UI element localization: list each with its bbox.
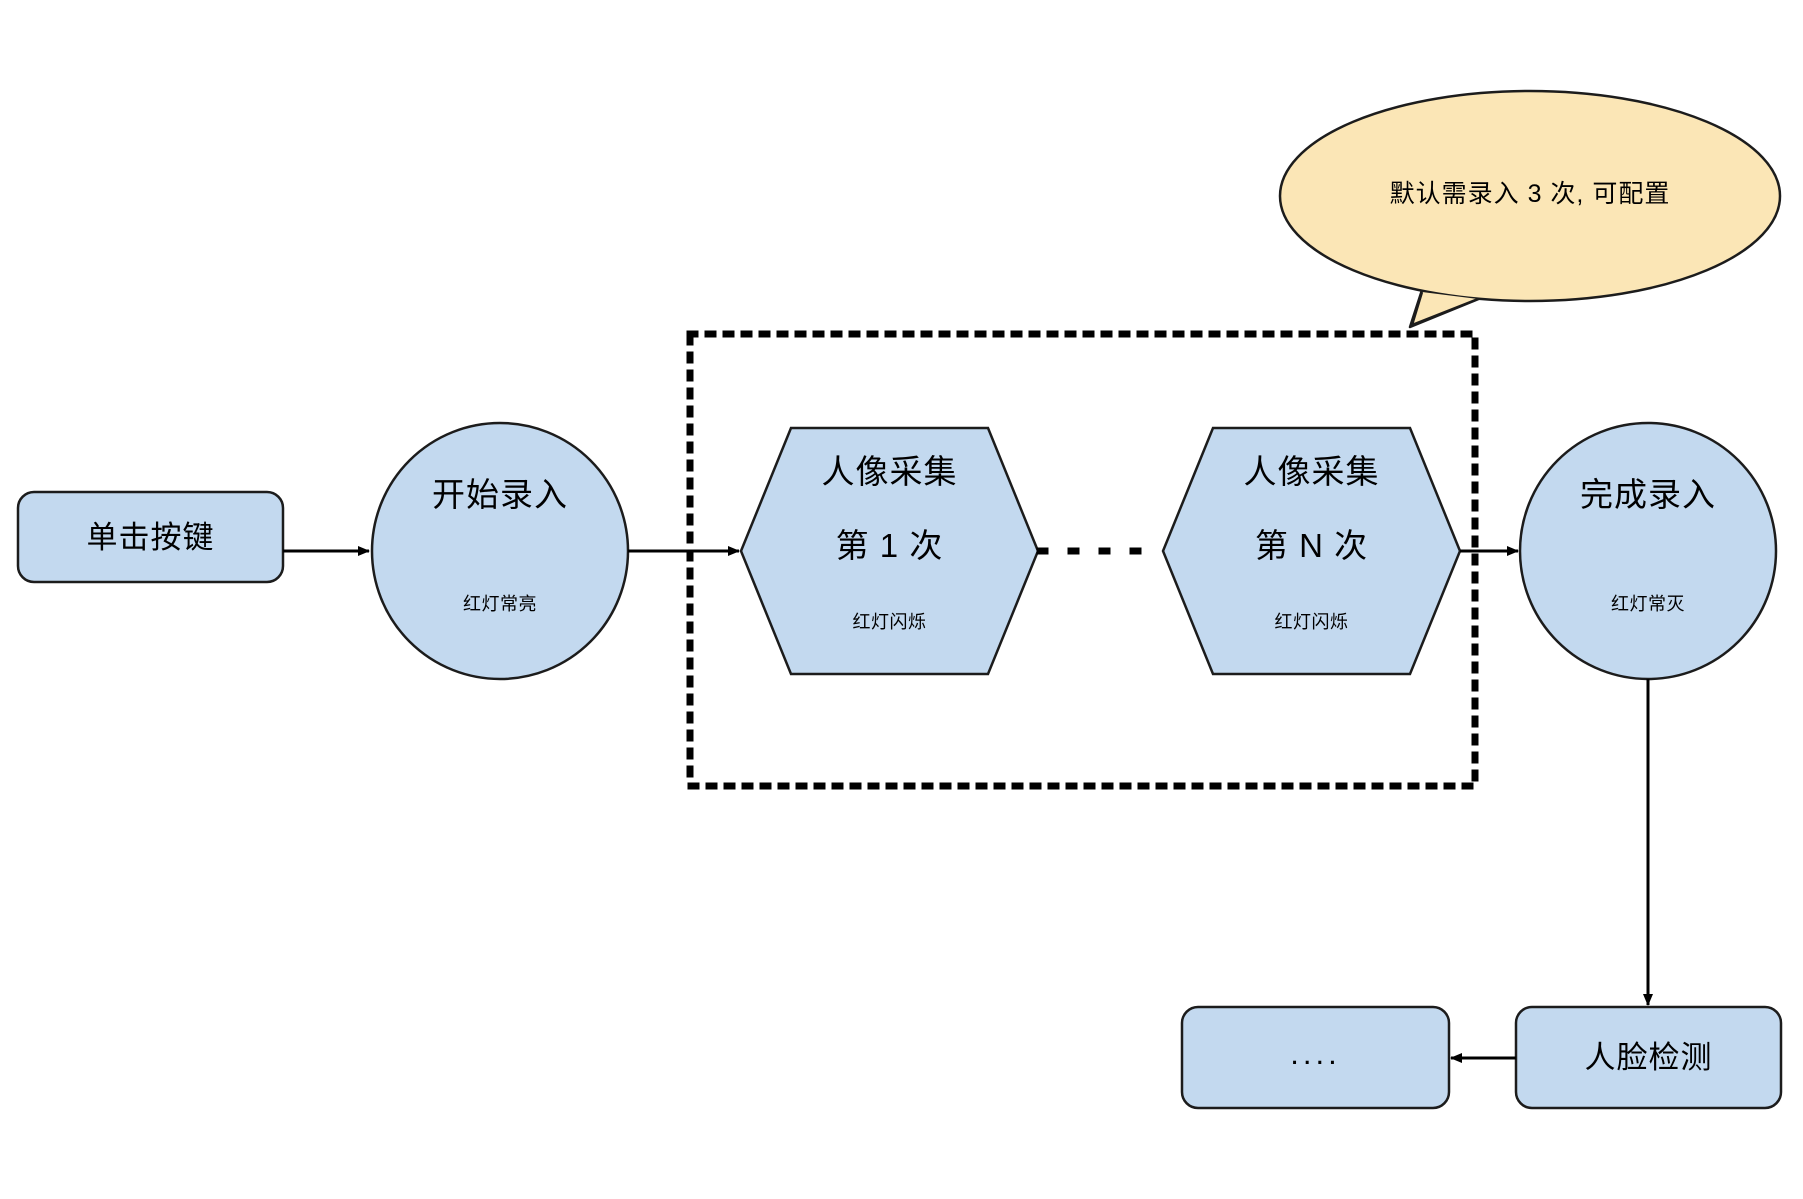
node-capture-first-shape[interactable] bbox=[739, 426, 1040, 676]
node-capture-nth-shape[interactable] bbox=[1161, 426, 1462, 676]
callout-repeat-note-shape[interactable] bbox=[1278, 89, 1782, 329]
node-face-detect-shape[interactable] bbox=[1514, 1005, 1783, 1110]
capture-loop-group-border bbox=[686, 330, 1479, 790]
node-click-button-shape[interactable] bbox=[16, 490, 285, 584]
node-start-enroll-shape[interactable] bbox=[370, 421, 630, 681]
node-more-steps-shape[interactable] bbox=[1180, 1005, 1451, 1110]
node-finish-enroll-shape[interactable] bbox=[1518, 421, 1778, 681]
